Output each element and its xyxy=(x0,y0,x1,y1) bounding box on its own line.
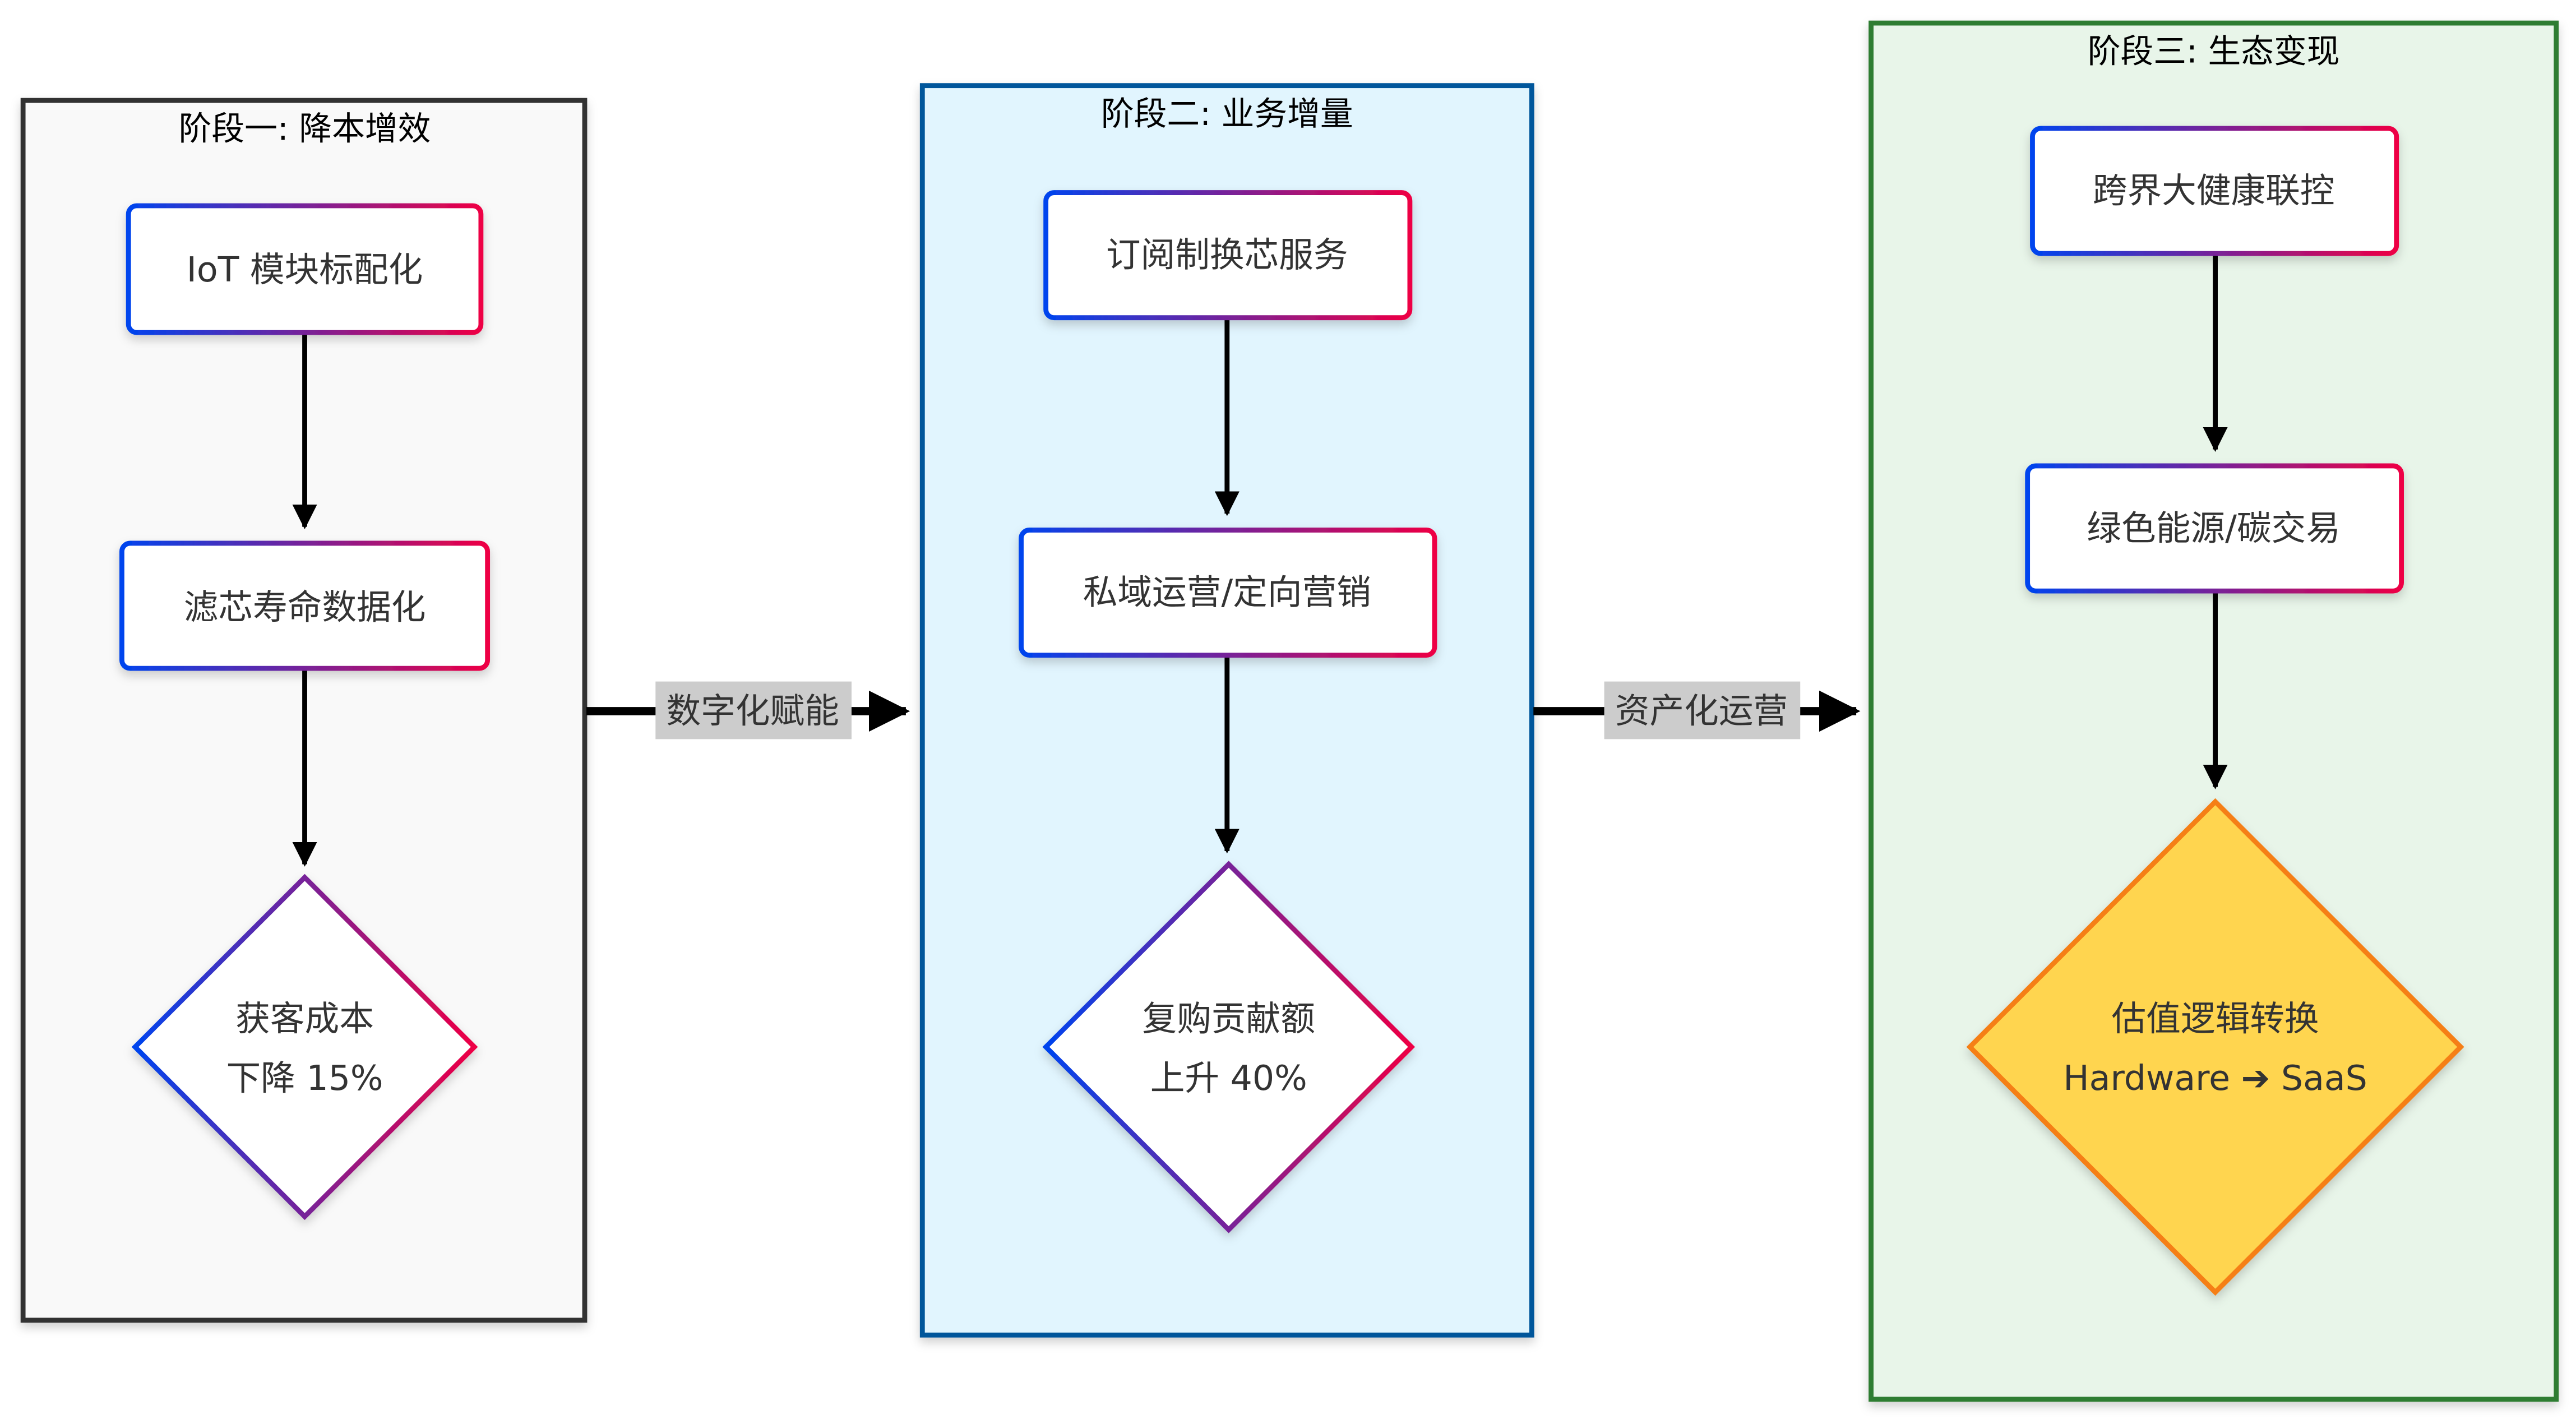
node-label-line-1: 复购贡献额 xyxy=(1143,999,1315,1039)
node-a2[interactable]: 滤芯寿命数据化 xyxy=(119,540,491,671)
node-label-line-2: 上升 40% xyxy=(1150,1058,1307,1098)
node-box xyxy=(2030,126,2399,256)
diamond-shape xyxy=(1042,861,1416,1233)
diamond-shape xyxy=(1966,798,2464,1296)
node-label: 跨界大健康联控 xyxy=(2093,170,2335,211)
node-box xyxy=(119,540,491,671)
node-b1[interactable]: 订阅制换芯服务 xyxy=(1043,190,1413,321)
node-c1[interactable]: 跨界大健康联控 xyxy=(2030,126,2399,256)
node-b2[interactable]: 私域运营/定向营销 xyxy=(1019,528,1437,658)
edge-stage2-stage3: 资产化运营 xyxy=(1533,681,1861,739)
node-c2[interactable]: 绿色能源/碳交易 xyxy=(2025,463,2404,594)
node-box xyxy=(1019,528,1437,658)
node-label: 滤芯寿命数据化 xyxy=(184,587,426,627)
node-label: 私域运营/定向营销 xyxy=(1083,572,1371,613)
stage-3-title: 阶段三: 生态变现 xyxy=(2088,32,2340,71)
stage-2-title: 阶段二: 业务增量 xyxy=(1101,94,1353,133)
edge-label-bg xyxy=(1604,681,1801,739)
node-c3-decision-highlight[interactable]: 估值逻辑转换 Hardware ➔ SaaS xyxy=(1966,798,2464,1296)
diamond-shape xyxy=(131,873,478,1221)
stage-1-title: 阶段一: 降本增效 xyxy=(179,109,431,148)
node-label-line-1: 获客成本 xyxy=(235,999,374,1039)
node-b3-decision[interactable]: 复购贡献额 上升 40% xyxy=(1042,861,1416,1233)
node-box xyxy=(2025,463,2404,594)
node-box xyxy=(1043,190,1413,321)
node-box xyxy=(126,203,484,335)
node-label-line-2: Hardware ➔ SaaS xyxy=(2063,1058,2367,1098)
edge-label-bg xyxy=(655,681,852,739)
edge-stage1-stage2: 数字化赋能 xyxy=(586,681,910,739)
node-a1[interactable]: IoT 模块标配化 xyxy=(126,203,484,335)
node-label-line-2: 下降 15% xyxy=(226,1058,383,1098)
node-label-line-1: 估值逻辑转换 xyxy=(2112,999,2319,1039)
node-label: 订阅制换芯服务 xyxy=(1106,235,1348,275)
node-label: IoT 模块标配化 xyxy=(187,249,423,290)
node-a3-decision[interactable]: 获客成本 下降 15% xyxy=(131,873,478,1221)
edge-label: 数字化赋能 xyxy=(666,691,839,731)
edge-label: 资产化运营 xyxy=(1615,691,1788,731)
node-label: 绿色能源/碳交易 xyxy=(2087,508,2341,548)
